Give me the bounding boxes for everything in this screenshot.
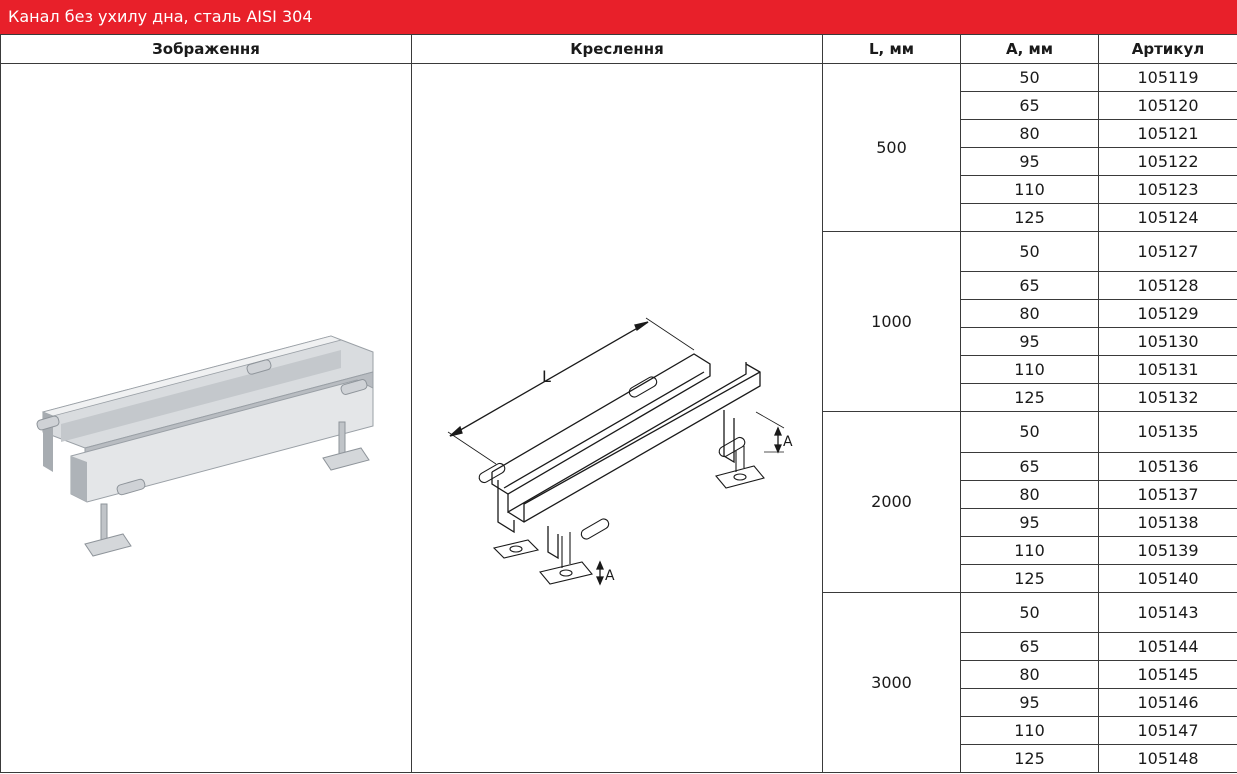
article-cell: 105122 [1098,147,1237,176]
channel-drawing: L [412,64,822,772]
a-cell: 95 [960,327,1099,357]
article-cell: 105119 [1098,63,1237,92]
article-cell: 105123 [1098,175,1237,204]
a-cell: 65 [960,632,1099,661]
article-cell: 105132 [1098,383,1237,413]
dimension-l-line [449,321,649,437]
product-table: Зображення Креслення L, мм А, мм Артикул [0,34,1237,774]
label-a-side: A [783,434,793,450]
article-cell: 105140 [1098,563,1237,593]
header-drawing: Креслення [411,34,823,64]
a-cell: 110 [960,716,1099,745]
length-cell: 3000 [822,591,961,774]
a-cell: 80 [960,299,1099,329]
length-cell: 2000 [822,411,961,593]
header-length: L, мм [822,34,961,64]
article-cell: 105135 [1098,411,1237,453]
channel-photo [1,64,411,772]
article-cell: 105121 [1098,119,1237,148]
article-cell: 105131 [1098,355,1237,385]
header-image: Зображення [0,34,412,64]
article-cell: 105129 [1098,299,1237,329]
article-cell: 105136 [1098,451,1237,481]
article-cell: 105144 [1098,632,1237,661]
article-cell: 105128 [1098,271,1237,301]
a-cell: 80 [960,119,1099,148]
table-row: L [0,63,1237,773]
a-cell: 125 [960,563,1099,593]
article-cell: 105146 [1098,688,1237,717]
a-cell: 50 [960,63,1099,92]
table-body: L [0,63,1237,774]
length-cell: 500 [822,63,961,232]
label-l: L [542,367,551,386]
drawing-cell: L [411,63,823,773]
a-cell: 110 [960,175,1099,204]
a-cell: 65 [960,91,1099,120]
length-cell: 1000 [822,230,961,413]
a-cell: 125 [960,203,1099,232]
a-cell: 95 [960,688,1099,717]
a-cell: 65 [960,271,1099,301]
article-cell: 105130 [1098,327,1237,357]
a-cell: 50 [960,591,1099,634]
a-cell: 50 [960,230,1099,273]
a-cell: 110 [960,535,1099,565]
a-cell: 95 [960,147,1099,176]
a-cell: 125 [960,383,1099,413]
article-cell: 105143 [1098,591,1237,634]
a-cell: 95 [960,507,1099,537]
header-a: А, мм [960,34,1099,64]
article-cell: 105120 [1098,91,1237,120]
a-cell: 80 [960,479,1099,509]
a-cell: 50 [960,411,1099,453]
article-cell: 105127 [1098,230,1237,273]
article-cell: 105139 [1098,535,1237,565]
a-cell: 80 [960,660,1099,689]
header-row: Зображення Креслення L, мм А, мм Артикул [0,34,1237,64]
a-cell: 110 [960,355,1099,385]
image-cell [0,63,412,773]
article-cell: 105137 [1098,479,1237,509]
article-cell: 105147 [1098,716,1237,745]
label-a-front: A [605,568,615,584]
article-cell: 105148 [1098,744,1237,773]
header-article: Артикул [1098,34,1237,64]
table-title: Канал без ухилу дна, сталь AISI 304 [0,0,1237,34]
a-cell: 65 [960,451,1099,481]
article-cell: 105145 [1098,660,1237,689]
article-cell: 105138 [1098,507,1237,537]
a-cell: 125 [960,744,1099,773]
article-cell: 105124 [1098,203,1237,232]
